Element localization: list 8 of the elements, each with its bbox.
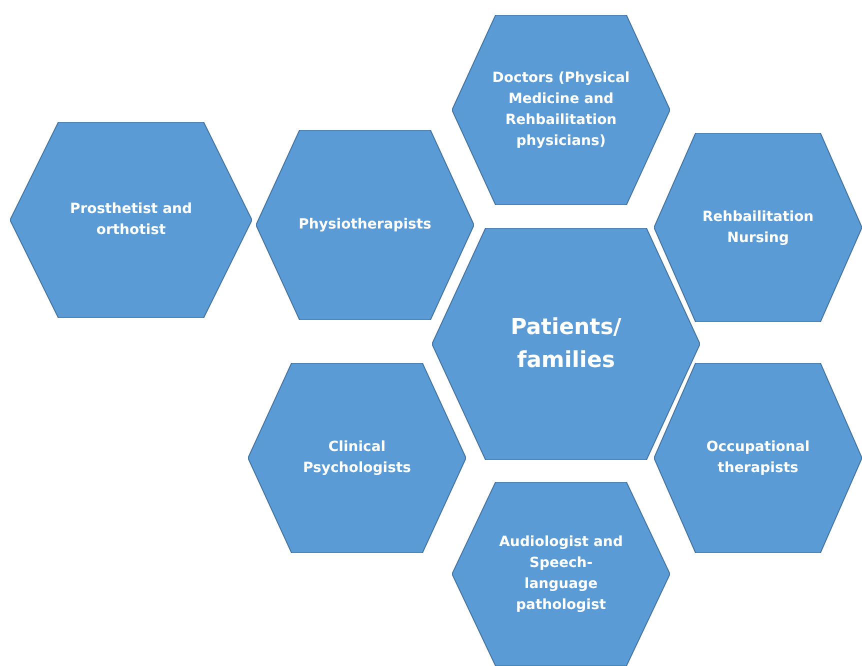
- hexagon-label: Clinical Psychologists: [302, 438, 412, 478]
- hexagon-label: Rehbailitation Nursing: [701, 208, 815, 248]
- hexagon-label: Physiotherapists: [298, 216, 432, 234]
- hexagon-label: Prosthetist and orthotist: [68, 200, 194, 240]
- hexagon-label: Doctors (Physical Medicine and Rehbailitation physicians): [491, 69, 631, 151]
- hexagon-label: Occupational therapists: [705, 438, 811, 478]
- hexagon-label: Patients/ families: [510, 314, 622, 375]
- hexagon-label: Audiologist and Speech- language pathologist: [498, 533, 624, 615]
